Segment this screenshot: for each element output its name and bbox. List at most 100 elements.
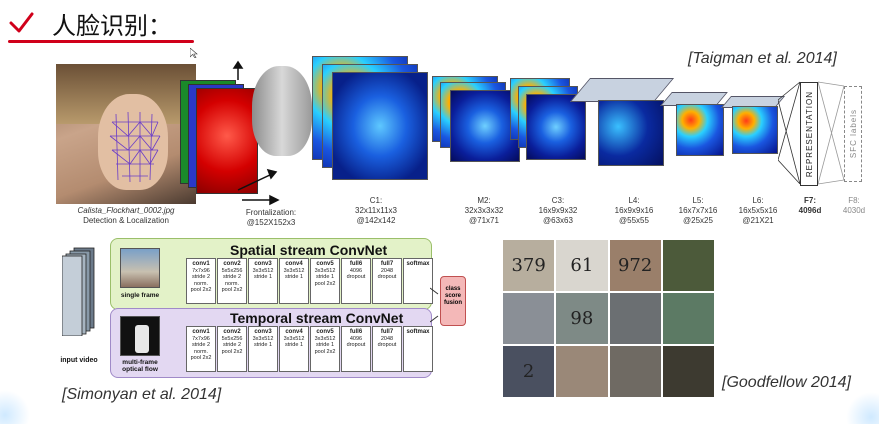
layer-spec: stride 1 — [315, 342, 335, 348]
layer-spec: norm. — [193, 348, 209, 355]
layer-name: conv1 — [192, 261, 210, 267]
frontalization-caption: Frontalization: @152X152x3 — [245, 208, 297, 227]
layer-caption: C1: 32x11x11x3 @142x142 — [355, 196, 397, 225]
citation-simonyan: [Simonyan et al. 2014] — [62, 386, 222, 403]
house-number-text: 2 — [522, 361, 535, 382]
layer-spec: stride 1 — [253, 342, 273, 348]
layer-spec: stride 2 — [191, 274, 211, 280]
layer-spec: 3x3x512 — [283, 267, 305, 274]
house-number-text: 972 — [617, 255, 653, 276]
layer-name: conv3 — [254, 261, 272, 267]
layer-name: softmax — [406, 329, 430, 335]
citation-taigman: [Taigman et al. 2014] — [688, 50, 837, 67]
layer-spec: pool 2x2 — [221, 348, 243, 355]
f7-caption: F7: 4096d — [798, 196, 822, 215]
house-number-image — [609, 293, 661, 344]
layer-spec: 5x5x256 — [221, 335, 243, 342]
optical-flow-thumb — [120, 316, 160, 356]
representation-layer: REPRESENTATION — [800, 82, 818, 186]
layer-spec: 2048 — [380, 335, 394, 342]
single-frame-label: single frame — [120, 292, 160, 299]
house-number-image — [662, 346, 714, 397]
layer-spec: dropout — [377, 342, 397, 348]
layer-spec: pool 2x2 — [190, 287, 212, 293]
layer-spec: 7x7x96 — [192, 267, 210, 274]
input-video-label: input video — [60, 357, 98, 364]
layer-spec: 4096 — [349, 335, 363, 342]
house-number-image: 61 — [556, 240, 608, 291]
layer-spec: stride 1 — [315, 274, 335, 280]
landmark-mesh-icon — [109, 112, 161, 182]
house-number-image: 972 — [609, 240, 661, 291]
layer-spec: stride 1 — [284, 342, 304, 348]
slide-title: 人脸识别： — [52, 11, 172, 40]
layer-name: conv2 — [223, 329, 241, 335]
layer-spec: dropout — [346, 274, 366, 280]
house-number-text: 98 — [570, 308, 594, 329]
f8-caption: F8: 4030d — [842, 196, 866, 215]
class-score-fusion: class score fusion — [440, 276, 466, 326]
single-frame-thumb — [120, 248, 160, 288]
layer-caption: L6: 16x5x5x16 @21X21 — [738, 196, 778, 225]
layer-name: conv2 — [223, 261, 241, 267]
house-number-image — [503, 293, 555, 344]
layer-spec: dropout — [346, 342, 366, 348]
fc-connections-icon — [778, 81, 845, 185]
layer-box-softmax: softmax — [403, 326, 433, 372]
layer-spec: norm. — [193, 280, 209, 287]
corner-glow — [846, 392, 879, 424]
layer-spec: norm. — [224, 280, 240, 287]
two-stream-diagram: Spatial stream ConvNet Temporal stream C… — [110, 238, 433, 378]
layer-spec: 3x3x512 — [283, 335, 305, 342]
house-number-image: 379 — [503, 240, 555, 291]
photo-caption: Calista_Flockhart_0002.jpg Detection & L… — [77, 206, 175, 225]
layer-caption: M2: 32x3x3x32 @71x71 — [464, 196, 504, 225]
layer-spec: pool 2x2 — [314, 348, 336, 355]
layer-spec: stride 1 — [253, 274, 273, 280]
layer-spec: pool 2x2 — [221, 287, 243, 293]
layer-spec: 7x7x96 — [192, 335, 210, 342]
layer-name: conv4 — [285, 329, 303, 335]
layer-caption: L5: 16x7x7x16 @25x25 — [678, 196, 718, 225]
input-video-stack — [62, 247, 95, 336]
title-row: 人脸识别： — [8, 8, 172, 40]
layer-name: full7 — [380, 329, 394, 335]
sfc-labels-layer: SFC labels — [844, 86, 862, 182]
corner-glow — [0, 390, 30, 424]
house-number-image — [556, 346, 608, 397]
layer-spec: 3x3x512 — [252, 335, 274, 342]
layer-spec: stride 2 — [191, 342, 211, 348]
house-number-text: 379 — [511, 255, 546, 276]
title-underline — [8, 40, 194, 43]
house-number-image — [662, 240, 714, 291]
house-number-text: 61 — [570, 255, 594, 276]
layer-name: full6 — [349, 261, 363, 267]
layer-box-softmax: softmax — [403, 258, 433, 304]
layer-name: conv1 — [192, 329, 210, 335]
citation-goodfellow: [Goodfellow 2014] — [722, 374, 851, 391]
layer-spec: 2048 — [380, 267, 394, 274]
layer-spec: 3x3x512 — [314, 267, 336, 274]
axes-arrows-icon — [232, 60, 280, 206]
mouse-cursor-icon — [190, 48, 198, 58]
checkmark-icon — [9, 12, 34, 33]
house-number-image: 98 — [556, 293, 608, 344]
layer-spec: pool 2x2 — [314, 280, 336, 287]
face-photo — [56, 64, 196, 204]
optical-flow-label: multi-frame optical flow — [122, 359, 158, 373]
layer-caption: L4: 16x9x9x16 @55x55 — [614, 196, 654, 225]
